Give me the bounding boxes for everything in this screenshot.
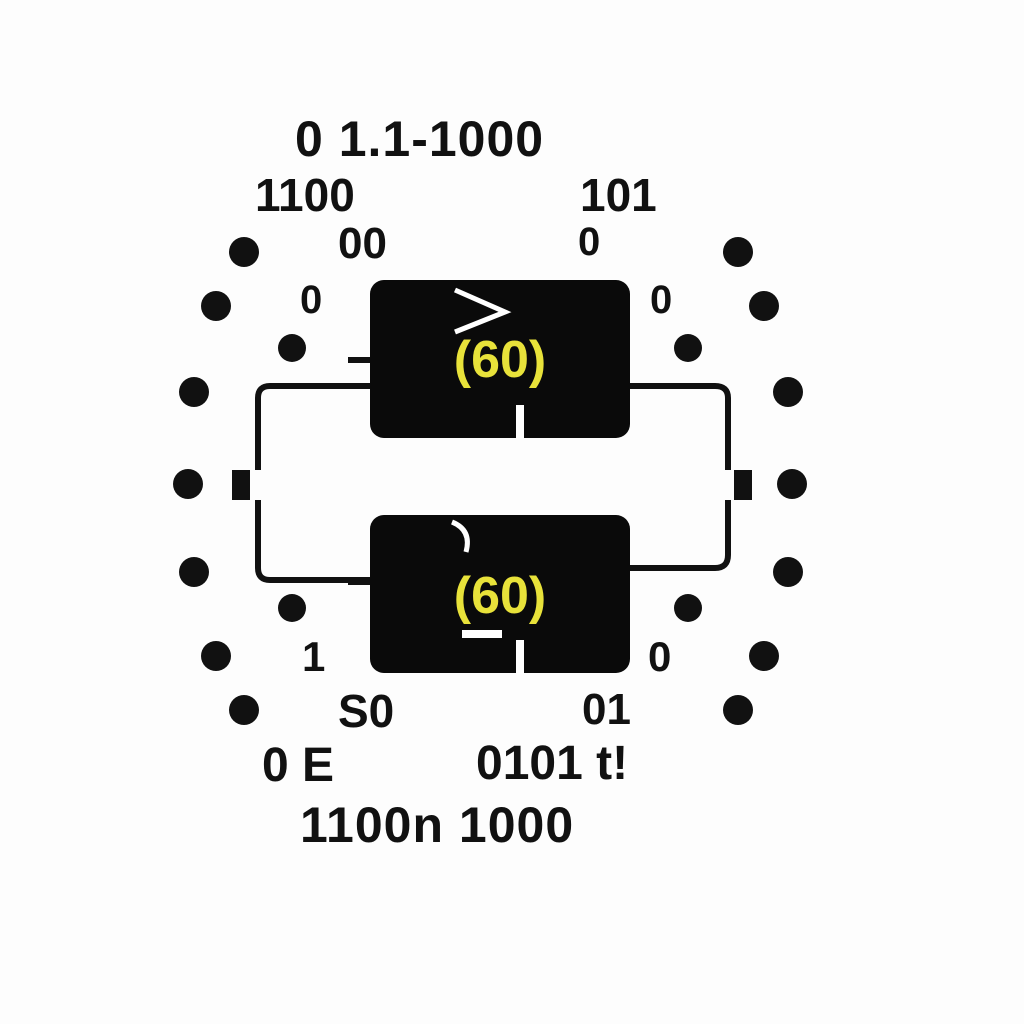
- chip-bottom-notch: [516, 640, 524, 674]
- ring-dot: [749, 641, 779, 671]
- chip-bottom-hook-icon: [450, 519, 470, 553]
- wire-bottom-loop: [255, 500, 370, 583]
- label-top-row-3-left: 00: [338, 219, 387, 268]
- label-top-row-3-right: 0: [578, 220, 601, 264]
- ring-dot: [773, 377, 803, 407]
- label-top-row-2-right: 101: [580, 169, 657, 221]
- label-bottom-row-1-right: 01: [582, 685, 631, 734]
- ring-dot: [229, 695, 259, 725]
- ring-dot: [777, 469, 807, 499]
- chip-bottom: [370, 515, 630, 673]
- label-bottom-row-3: 1100n 1000: [300, 797, 575, 853]
- inner-dot: [674, 594, 702, 622]
- connector-left: [232, 470, 250, 500]
- ring-dot: [773, 557, 803, 587]
- chip-bottom-label: (60): [453, 567, 547, 625]
- dot-ring: [173, 237, 807, 725]
- chip-top-arrow-icon: [453, 287, 512, 335]
- ring-dot: [229, 237, 259, 267]
- label-top-row-1: 0 1.1-1000: [295, 111, 545, 167]
- label-top-row-2-left: 1100: [255, 169, 355, 221]
- ring-dot: [179, 557, 209, 587]
- inner-dot: [674, 334, 702, 362]
- label-mid-right: 0: [650, 278, 673, 322]
- ring-dot: [749, 291, 779, 321]
- label-bottom-row-2-left: 0 E: [262, 739, 335, 792]
- label-mid-left: 0: [300, 278, 323, 322]
- label-low-left: 1: [302, 633, 326, 680]
- inner-dot: [278, 594, 306, 622]
- wire-top-loop-right: [630, 383, 731, 470]
- circuit-wires: [255, 357, 731, 585]
- ring-dot: [179, 377, 209, 407]
- chip-top-label: (60): [453, 331, 547, 389]
- ring-dot: [201, 641, 231, 671]
- chip-top-notch: [516, 405, 524, 439]
- chip-top: [370, 280, 630, 438]
- inner-dot: [278, 334, 306, 362]
- ring-dot: [201, 291, 231, 321]
- connector-right: [734, 470, 752, 500]
- label-bottom-row-2-right: 0101 t!: [476, 737, 629, 790]
- wire-bottom-loop-right: [630, 500, 731, 571]
- label-low-right: 0: [648, 633, 672, 680]
- label-bottom-row-1-left: S0: [338, 685, 395, 737]
- chip-bottom-pins-icon: [462, 630, 502, 638]
- ring-dot: [723, 237, 753, 267]
- wire-top-loop: [255, 383, 370, 470]
- ring-dot: [173, 469, 203, 499]
- ring-dot: [723, 695, 753, 725]
